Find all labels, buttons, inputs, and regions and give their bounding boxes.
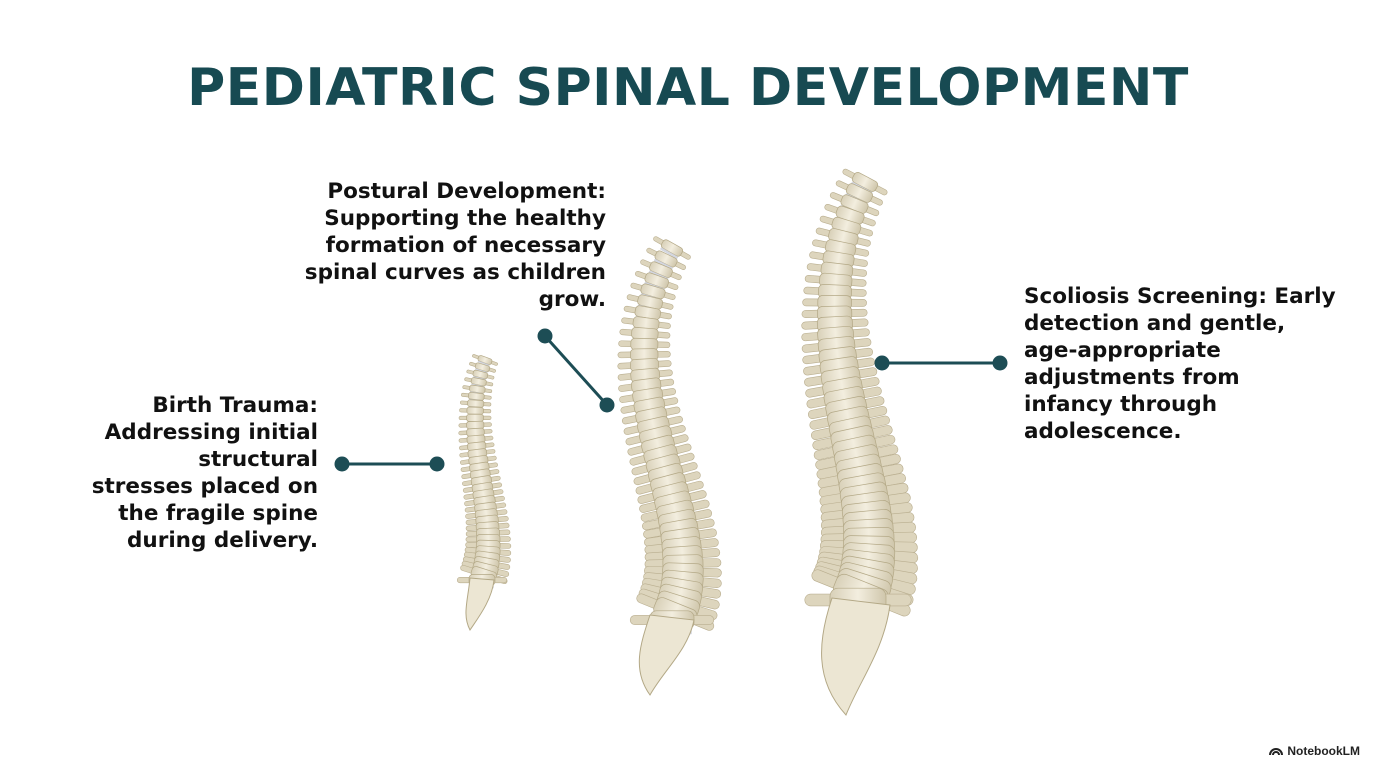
vertebra xyxy=(646,247,686,270)
callout-line: adolescence. xyxy=(1024,419,1182,444)
callout-line: Addressing initial xyxy=(104,420,318,445)
postural-development-connector xyxy=(537,328,615,413)
page-title: PEDIATRIC SPINAL DEVELOPMENT xyxy=(187,58,1189,118)
vertebra xyxy=(458,427,493,439)
vertebra xyxy=(626,294,674,313)
callout-line: the fragile spine xyxy=(118,501,318,526)
notebooklm-logo-icon xyxy=(1269,748,1284,756)
callout-line: infancy through xyxy=(1024,392,1218,417)
callout-line: Birth Trauma: xyxy=(152,393,318,418)
callout-line: detection and gentle, xyxy=(1024,311,1286,336)
callout-line: formation of necessary xyxy=(325,233,606,258)
callout-line: Postural Development: xyxy=(327,179,606,204)
birth-trauma-callout: Birth Trauma: Addressing initial structu… xyxy=(60,392,318,554)
postural-development-callout: Postural Development: Supporting the hea… xyxy=(270,178,606,313)
callout-line: adjustments from xyxy=(1024,365,1240,390)
callout-line: age-appropriate xyxy=(1024,338,1221,363)
vertebra xyxy=(472,354,498,367)
scoliosis-screening-callout: Scoliosis Screening: Early detection and… xyxy=(1024,283,1344,445)
birth-trauma-connector xyxy=(334,456,445,472)
notebooklm-brand: NotebookLM xyxy=(1269,744,1360,758)
callout-line: structural xyxy=(198,447,318,472)
scoliosis-screening-connector xyxy=(874,355,1008,371)
brand-name: NotebookLM xyxy=(1287,744,1360,758)
callout-line: grow. xyxy=(538,287,606,312)
callout-line: Supporting the healthy xyxy=(324,206,606,231)
callout-line: spinal curves as children xyxy=(304,260,606,285)
callout-line: stresses placed on xyxy=(91,474,318,499)
vertebra xyxy=(653,236,691,260)
vertebra xyxy=(469,361,496,374)
vertebra xyxy=(466,369,495,381)
infant-spine xyxy=(456,354,512,631)
callout-line: during delivery. xyxy=(127,528,318,553)
callout-line: Scoliosis Screening: Early xyxy=(1024,284,1336,309)
adolescent-spine xyxy=(801,168,919,716)
child-spine xyxy=(617,236,722,696)
